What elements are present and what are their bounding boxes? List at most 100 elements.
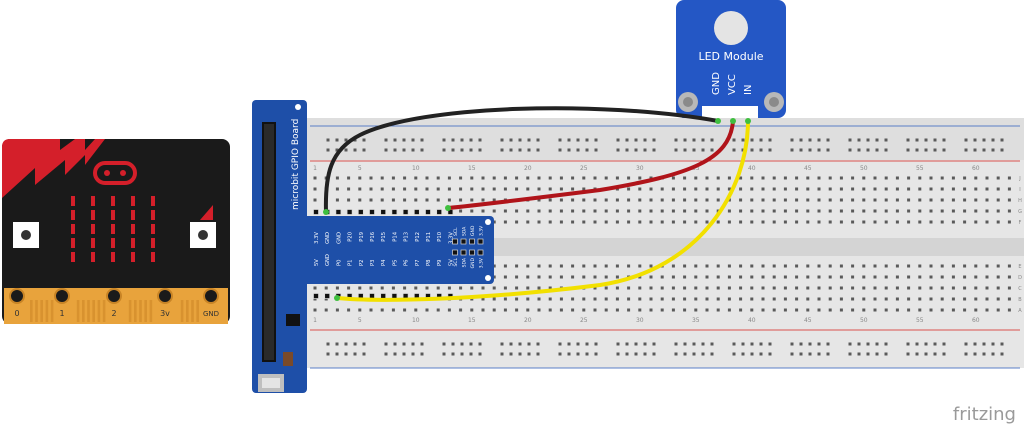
breadboard-hole [839, 209, 843, 213]
wire-signal[interactable] [335, 119, 750, 302]
breadboard-hole [739, 297, 743, 301]
rail-hole [924, 148, 928, 152]
breadboard-hole [537, 264, 541, 268]
gpio-pin-label: P0 [336, 260, 342, 266]
microbit-led [71, 224, 75, 234]
microbit-led [91, 224, 95, 234]
rail-hole [585, 148, 589, 152]
breadboard-hole [951, 187, 955, 191]
rail-hole [411, 138, 415, 142]
breadboard-hole [548, 297, 552, 301]
rail-hole [848, 342, 852, 346]
wire-gnd[interactable] [323, 106, 720, 214]
breadboard-hole [907, 209, 911, 213]
breadboard-hole [683, 264, 687, 268]
breadboard-hole [671, 198, 675, 202]
breadboard-hole [492, 198, 496, 202]
rail-hole [933, 352, 937, 356]
breadboard-hole [537, 209, 541, 213]
breadboard-hole [615, 209, 619, 213]
breadboard-hole [862, 297, 866, 301]
rail-hole [567, 148, 571, 152]
breadboard-hole [526, 220, 530, 224]
breadboard-hole [503, 308, 507, 312]
breadboard-hole [795, 187, 799, 191]
rail-hole [732, 148, 736, 152]
rail-hole [790, 148, 794, 152]
gpio-pin-label: P15 [381, 232, 387, 242]
breadboard-hole [963, 275, 967, 279]
i2c-pin [460, 249, 467, 256]
breadboard-hole [503, 275, 507, 279]
breadboard-hole [671, 286, 675, 290]
breadboard-hole [895, 286, 899, 290]
breadboard-hole [358, 308, 362, 312]
breadboard-hole [649, 220, 653, 224]
breadboard-hole [627, 198, 631, 202]
breadboard-hole [817, 187, 821, 191]
breadboard-hole [929, 297, 933, 301]
breadboard-column-number: 60 [972, 317, 980, 324]
breadboard-hole [503, 209, 507, 213]
rail-hole [875, 148, 879, 152]
breadboard-hole [515, 176, 519, 180]
breadboard-hole [470, 176, 474, 180]
breadboard-hole [839, 297, 843, 301]
breadboard-hole [727, 297, 731, 301]
breadboard-hole [884, 198, 888, 202]
microbit-edge-finger [186, 300, 189, 322]
rail-hole [344, 352, 348, 356]
breadboard-hole [727, 286, 731, 290]
breadboard-hole [985, 264, 989, 268]
breadboard-hole [447, 176, 451, 180]
breadboard-hole [750, 198, 754, 202]
rail-hole [942, 352, 946, 356]
microbit-pad-hole [203, 288, 219, 304]
breadboard-hole [324, 286, 328, 290]
rail-hole [817, 352, 821, 356]
breadboard-hole [895, 176, 899, 180]
breadboard-hole [996, 275, 1000, 279]
microbit-led [131, 224, 135, 234]
breadboard-hole [694, 308, 698, 312]
breadboard-hole [996, 176, 1000, 180]
microbit-edge-finger [191, 300, 194, 322]
breadboard-hole [313, 308, 317, 312]
gpio-pin-label: P11 [426, 232, 432, 242]
breadboard-hole [951, 220, 955, 224]
breadboard-hole [963, 176, 967, 180]
microbit-edge-finger [50, 300, 54, 322]
rail-hole [527, 342, 531, 346]
breadboard-column-number: 15 [468, 317, 476, 324]
rail-hole [634, 352, 638, 356]
breadboard-hole [761, 198, 765, 202]
i2c-pin [477, 249, 484, 256]
wire-vcc[interactable] [446, 119, 735, 210]
i2c-pin [452, 249, 458, 256]
rail-hole [674, 138, 678, 142]
rail-hole [634, 148, 638, 152]
breadboard-hole [750, 286, 754, 290]
rail-hole [469, 352, 473, 356]
breadboard-hole [694, 209, 698, 213]
gpio-pin-label: P1 [348, 260, 354, 266]
gpio-pin-label: GND [336, 232, 342, 244]
rail-hole [616, 342, 620, 346]
breadboard-hole [806, 209, 810, 213]
breadboard-hole [772, 209, 776, 213]
rail-hole [643, 138, 647, 142]
breadboard-hole [358, 176, 362, 180]
breadboard-hole [761, 220, 765, 224]
breadboard-hole [772, 297, 776, 301]
breadboard-hole [571, 187, 575, 191]
breadboard-hole [739, 187, 743, 191]
breadboard-hole [974, 308, 978, 312]
breadboard-hole [918, 198, 922, 202]
breadboard-hole [604, 264, 608, 268]
rail-hole [344, 138, 348, 142]
rail-hole [344, 148, 348, 152]
rail-hole [353, 352, 357, 356]
rail-hole [808, 138, 812, 142]
rail-hole [326, 342, 330, 346]
